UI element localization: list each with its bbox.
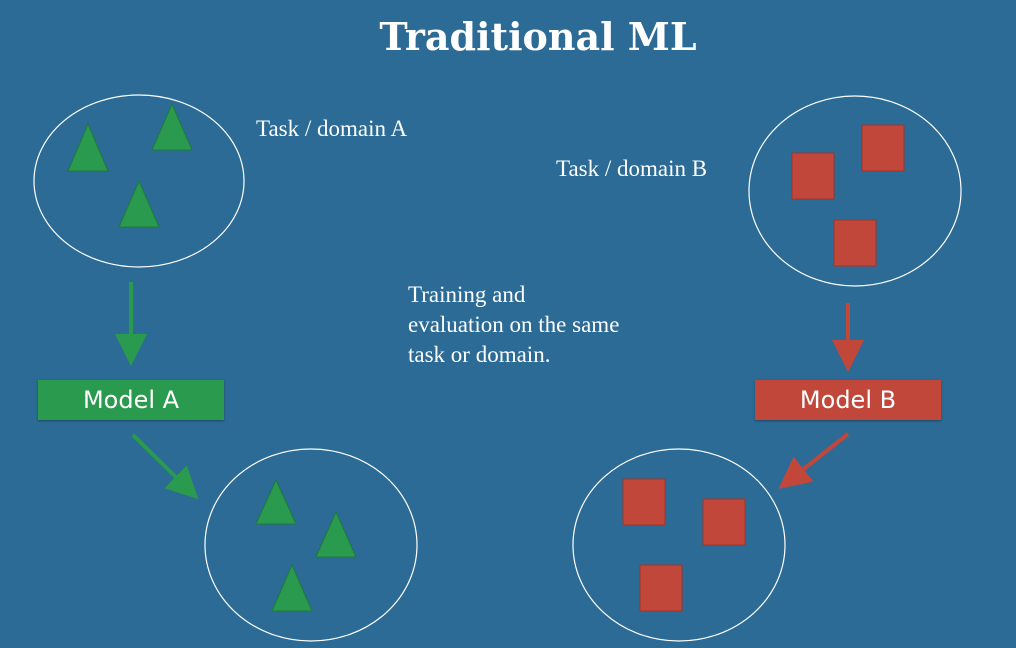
domain-b-eval-square-3	[639, 564, 683, 612]
domain-a-label: Task / domain A	[256, 116, 408, 141]
domain-b-square-1	[791, 152, 835, 200]
training-note: Training and evaluation on the same task…	[408, 280, 708, 370]
domain-b-label: Task / domain B	[556, 156, 708, 181]
domain-a-eval-triangle-3	[271, 563, 313, 612]
slide-title: Traditional ML	[379, 14, 697, 59]
domain-a-train-circle	[33, 94, 245, 268]
domain-b-train-circle	[748, 95, 962, 287]
model-a-box: Model A	[38, 380, 224, 420]
domain-b-eval-square-1	[622, 478, 666, 526]
arrow-model-b-to-eval	[778, 432, 850, 489]
domain-a-eval-circle	[204, 448, 418, 642]
model-b-box: Model B	[755, 380, 941, 420]
arrow-model-a-to-eval	[131, 433, 199, 500]
domain-b-eval-circle	[572, 448, 786, 642]
domain-a-triangle-2	[151, 102, 193, 151]
domain-b-square-3	[833, 219, 877, 267]
training-note-line-3: task or domain.	[408, 342, 551, 367]
domain-a-triangle-3	[118, 179, 160, 228]
domain-b-eval-square-2	[702, 498, 746, 546]
training-note-line-1: Training and	[408, 282, 526, 307]
training-note-line-2: evaluation on the same	[408, 312, 620, 337]
domain-a-triangle-1	[67, 122, 109, 172]
domain-a-eval-triangle-2	[315, 510, 357, 558]
domain-a-eval-triangle-1	[255, 478, 297, 525]
domain-b-square-2	[861, 124, 905, 172]
